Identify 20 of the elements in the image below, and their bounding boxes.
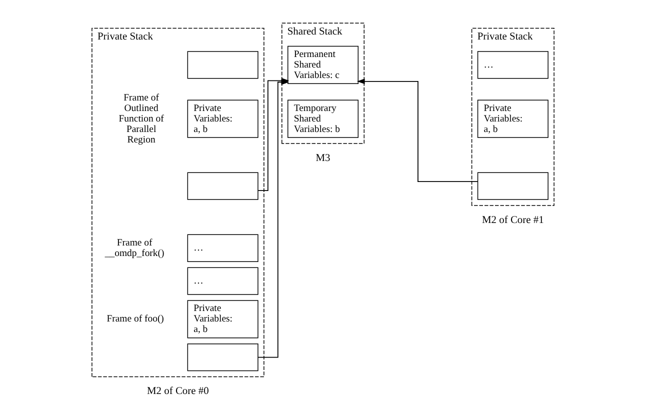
label: Frame of Outlined Function of Parallel Region <box>118 92 164 146</box>
node-label: M2 of Core #1 <box>482 214 544 226</box>
arrow <box>258 79 290 358</box>
node-box: Private Variables: a, b <box>187 300 258 338</box>
node-label: M3 <box>316 152 330 164</box>
node-box: Permanent Shared Variables: c <box>287 46 359 84</box>
node-box: … <box>187 267 258 295</box>
arrow <box>357 78 478 182</box>
node-box <box>477 172 548 200</box>
node-label: M2 of Core #0 <box>147 386 209 398</box>
node-box: Private Variables: a, b <box>187 100 258 138</box>
node-box <box>187 172 258 200</box>
label: Frame of foo() <box>106 314 164 325</box>
node-box: Private Variables: a, b <box>477 100 548 138</box>
label: Frame of __omdp_fork() <box>104 237 164 259</box>
node-box <box>187 51 258 79</box>
node-box: … <box>477 51 548 79</box>
node-box: … <box>187 234 258 262</box>
node-box: Temporary Shared Variables: b <box>287 100 359 138</box>
node-box <box>187 343 258 372</box>
